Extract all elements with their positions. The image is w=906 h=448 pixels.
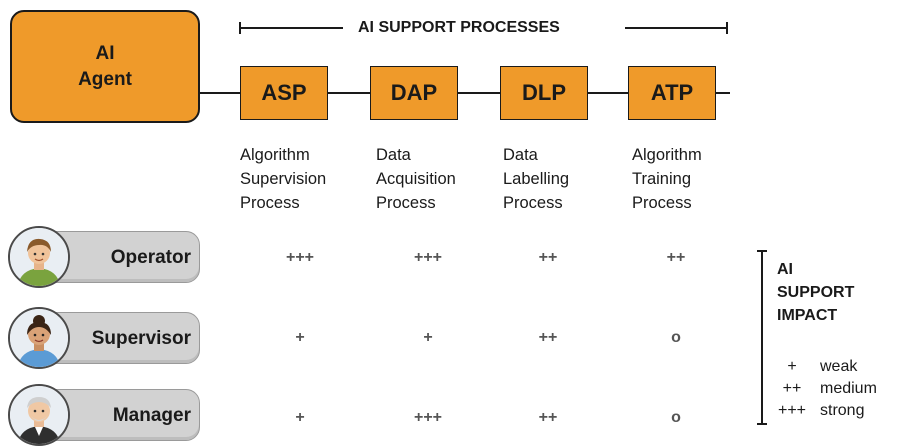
legend-row: + weak: [772, 356, 877, 378]
process-connector-line: [200, 92, 730, 94]
ai-agent-box: AI Agent: [10, 10, 200, 123]
process-box-atp: ATP: [628, 66, 716, 120]
process-desc-line: Process: [503, 194, 563, 212]
process-desc-line: Process: [240, 194, 300, 212]
rating-operator-atp: ++: [666, 249, 686, 266]
header-bracket-left-line: [239, 27, 343, 29]
process-desc-line: Acquisition: [376, 170, 456, 188]
impact-title-line: SUPPORT: [777, 284, 855, 301]
legend-row: +++ strong: [772, 400, 877, 422]
process-desc-line: Algorithm: [632, 146, 702, 164]
ai-agent-label-line1: AI: [95, 42, 115, 64]
process-box-dap: DAP: [370, 66, 458, 120]
role-label: Operator: [110, 247, 191, 268]
process-box-dlp: DLP: [500, 66, 588, 120]
legend-row: ++ medium: [772, 378, 877, 400]
header-bracket-right-line: [625, 27, 728, 29]
impact-title: AI SUPPORT IMPACT: [777, 258, 854, 327]
legend-symbol: +: [787, 358, 797, 375]
support-processes-title: AI SUPPORT PROCESSES: [358, 19, 560, 36]
legend-label: strong: [820, 402, 865, 419]
role-label: Manager: [112, 405, 191, 426]
rating-supervisor-dlp: ++: [538, 329, 558, 346]
process-desc-line: Data: [503, 146, 538, 164]
process-desc-line: Training: [632, 170, 691, 188]
legend-label: weak: [820, 358, 858, 375]
operator-avatar-icon: [8, 226, 70, 288]
rating-manager-atp: o: [671, 409, 681, 426]
process-desc-line: Labelling: [503, 170, 570, 188]
role-label: Supervisor: [91, 328, 191, 349]
rating-manager-dap: +++: [413, 409, 443, 426]
ai-agent-label-line2: Agent: [78, 68, 132, 90]
impact-bracket-bottom: [757, 423, 767, 425]
rating-supervisor-dap: +: [423, 329, 433, 346]
process-desc-line: Process: [632, 194, 692, 212]
rating-operator-dlp: ++: [538, 249, 558, 266]
impact-title-line: IMPACT: [777, 307, 838, 324]
process-desc-dlp: Data Labelling Process: [503, 143, 569, 215]
legend-symbol: ++: [782, 380, 802, 397]
manager-avatar-icon: [8, 384, 70, 446]
process-desc-line: Data: [376, 146, 411, 164]
process-desc-atp: Algorithm Training Process: [632, 143, 702, 215]
rating-supervisor-atp: o: [671, 329, 681, 346]
role-manager: Manager: [8, 384, 200, 446]
process-desc-line: Supervision: [240, 170, 327, 188]
process-box-asp: ASP: [240, 66, 328, 120]
role-operator: Operator: [8, 226, 200, 288]
legend-label: medium: [820, 380, 877, 397]
impact-bracket-line: [761, 250, 763, 425]
process-desc-line: Algorithm: [240, 146, 310, 164]
role-pill: Supervisor: [38, 312, 200, 364]
process-desc-dap: Data Acquisition Process: [376, 143, 456, 215]
role-supervisor: Supervisor: [8, 307, 200, 369]
header-bracket-right-tick: [726, 22, 728, 34]
supervisor-avatar-icon: [8, 307, 70, 369]
rating-supervisor-asp: +: [295, 329, 305, 346]
process-desc-line: Process: [376, 194, 436, 212]
process-desc-asp: Algorithm Supervision Process: [240, 143, 326, 215]
rating-operator-asp: +++: [285, 249, 315, 266]
legend-symbol: +++: [777, 402, 807, 419]
rating-manager-asp: +: [295, 409, 305, 426]
rating-manager-dlp: ++: [538, 409, 558, 426]
impact-title-line: AI: [777, 261, 793, 278]
rating-operator-dap: +++: [413, 249, 443, 266]
impact-legend: + weak ++ medium +++ strong: [772, 356, 877, 422]
